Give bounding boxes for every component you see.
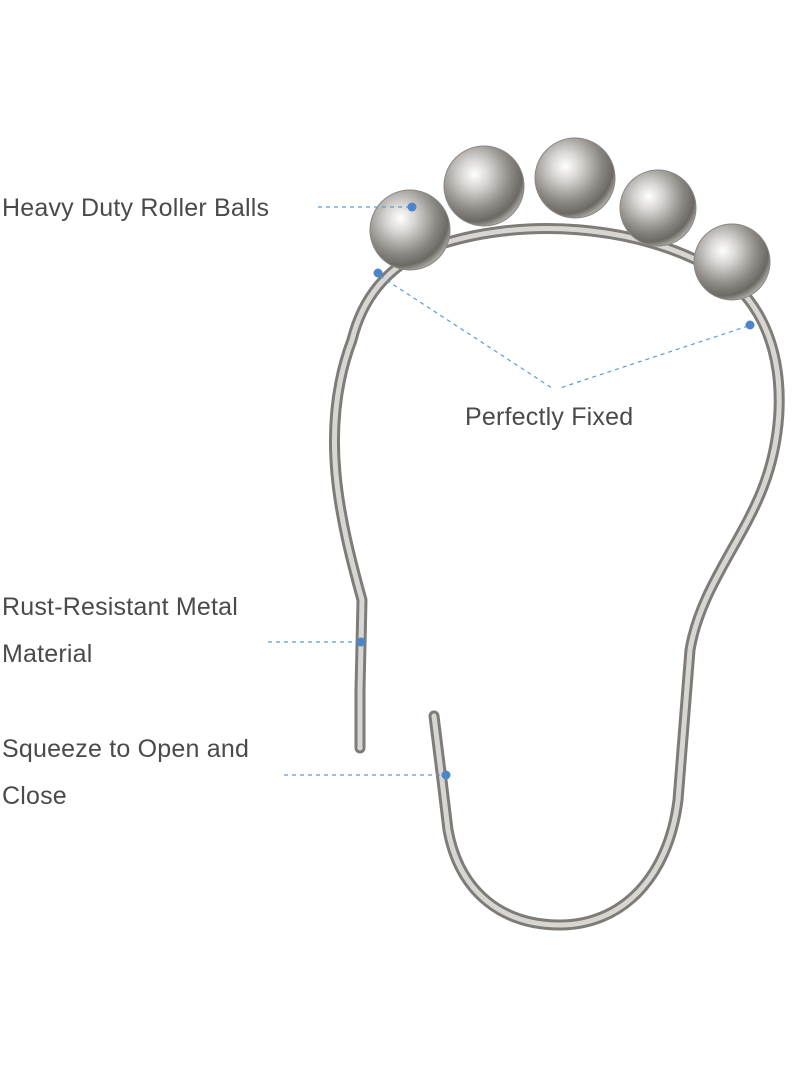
label-line-1: Squeeze to Open and: [2, 735, 250, 763]
roller-balls: [369, 137, 771, 301]
label-heavy-duty-roller-balls: Heavy Duty Roller Balls: [2, 185, 269, 232]
roller-ball: [443, 145, 525, 227]
roller-ball: [619, 169, 697, 247]
label-line-2: Close: [2, 782, 67, 810]
label-text: Perfectly Fixed: [465, 403, 634, 431]
marker-dot: [407, 202, 417, 212]
label-rust-resistant: Rust-Resistant Metal Material: [2, 584, 238, 678]
hook-wire: [328, 223, 785, 931]
label-line-1: Rust-Resistant Metal: [2, 593, 239, 621]
marker-dot: [356, 637, 366, 647]
leader-line-fixed-left: [379, 275, 553, 389]
roller-ball: [534, 137, 616, 219]
callout-markers: [356, 202, 755, 780]
callout-lines: [268, 206, 749, 776]
roller-ball: [369, 189, 451, 271]
marker-dot: [745, 320, 755, 330]
roller-ball: [693, 223, 771, 301]
label-line-2: Material: [2, 640, 93, 668]
label-squeeze-to-open: Squeeze to Open and Close: [2, 726, 249, 820]
leader-line-fixed-right: [559, 325, 749, 389]
marker-dot: [441, 770, 451, 780]
label-text: Heavy Duty Roller Balls: [2, 194, 270, 222]
label-perfectly-fixed: Perfectly Fixed: [465, 394, 633, 441]
marker-dot: [373, 268, 383, 278]
